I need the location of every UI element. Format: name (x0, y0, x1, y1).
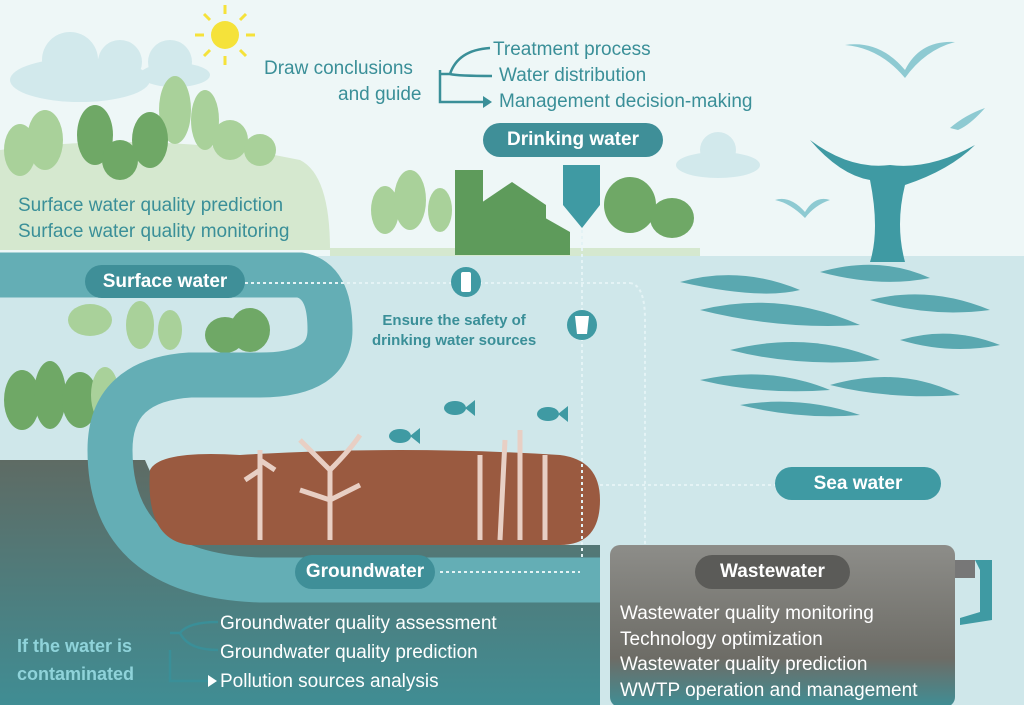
list-item: Groundwater quality assessment (220, 613, 497, 634)
contamination-condition: If the water is contaminated (17, 636, 135, 684)
conclusion-label: Draw conclusions (264, 58, 413, 79)
building-icon (455, 170, 570, 255)
outfall-pipe-icon (955, 560, 992, 625)
groundwater-task-list: Groundwater quality assessment Groundwat… (220, 609, 497, 696)
conclusion-label: and guide (338, 84, 422, 105)
list-item: Surface water quality prediction (18, 195, 284, 216)
list-item: Treatment process (493, 39, 651, 60)
soil (149, 450, 600, 545)
list-item: Management decision-making (499, 91, 753, 112)
fish-icon (389, 400, 568, 444)
safety-note: Ensure the safety of drinking water sour… (372, 312, 537, 349)
list-item: Water distribution (499, 65, 647, 86)
sea-water-label: Sea water (775, 467, 941, 500)
groundwater-label: Groundwater (295, 555, 435, 589)
wastewater-label: Wastewater (695, 555, 850, 589)
wastewater-task-list: Wastewater quality monitoring Technology… (620, 601, 917, 703)
flow-arrows (245, 230, 775, 573)
whale-tail-icon (810, 140, 975, 262)
coral-icon (243, 430, 548, 541)
grassland (0, 142, 330, 250)
list-item: Technology optimization (620, 628, 823, 650)
conclusion-list: Treatment process Water distribution Man… (493, 37, 752, 115)
cloud-icon (10, 32, 760, 178)
list-item: Wastewater quality monitoring (620, 603, 874, 624)
drinking-water-label: Drinking water (483, 123, 663, 157)
water-tank-icon (563, 165, 600, 228)
list-item: WWTP operation and management (620, 679, 918, 701)
list-item: Groundwater quality prediction (220, 642, 478, 663)
wave-icon (680, 264, 1000, 417)
wastewater-panel (610, 545, 955, 707)
tree-icon (4, 76, 694, 238)
bird-icon (775, 41, 985, 218)
surface-water-label: Surface water (85, 265, 245, 298)
bottle-icon (451, 267, 481, 297)
surface-water-river (0, 252, 600, 603)
surface-task-list: Surface water quality prediction Surface… (18, 193, 289, 245)
glass-icon (567, 310, 597, 340)
list-item: Wastewater quality prediction (620, 654, 868, 675)
sun-icon (195, 5, 255, 65)
list-item: Surface water quality monitoring (18, 221, 290, 242)
list-item: Pollution sources analysis (220, 671, 439, 692)
